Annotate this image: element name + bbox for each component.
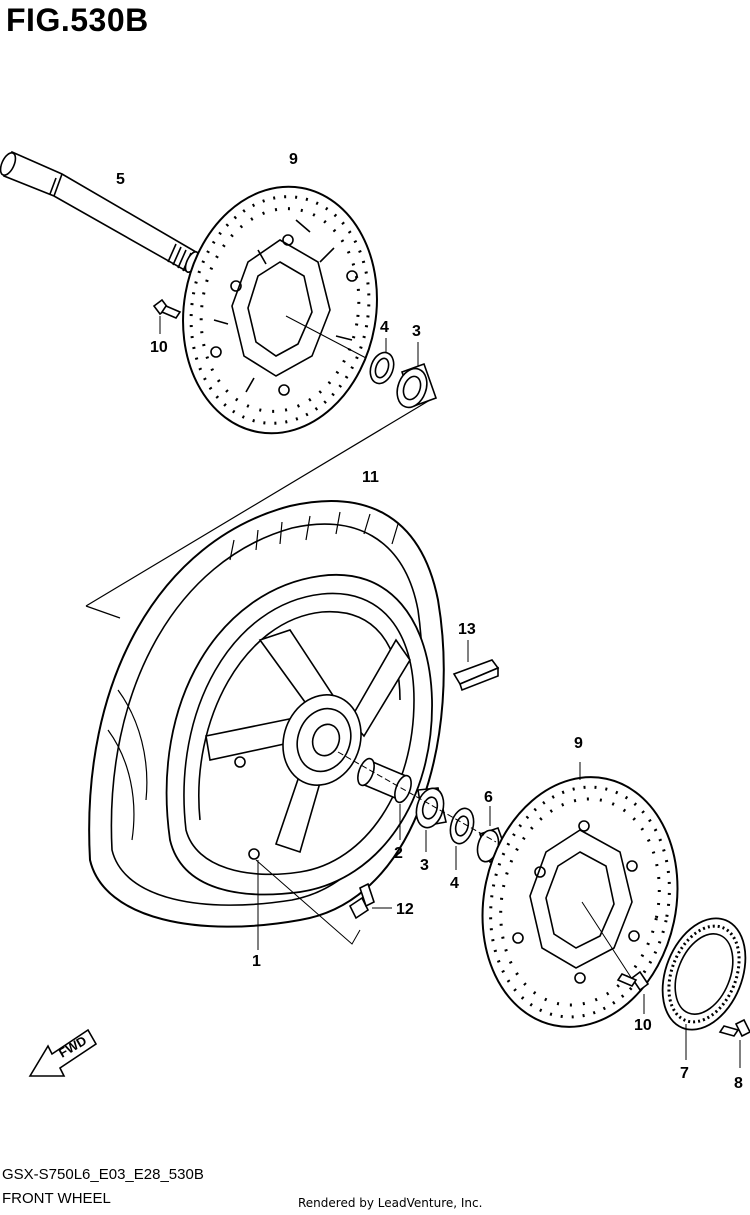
render-credit: Rendered by LeadVenture, Inc. xyxy=(298,1196,483,1210)
figure-title: FIG.530B xyxy=(6,2,149,38)
callout-collar: 6 xyxy=(484,789,493,806)
disc-bolt-bottom[interactable] xyxy=(616,970,650,1014)
bearing-top[interactable] xyxy=(392,342,438,412)
callout-axle: 5 xyxy=(116,171,125,188)
callout-weight: 13 xyxy=(458,621,476,638)
callout-disc-top: 9 xyxy=(289,151,298,168)
brake-disc-top[interactable] xyxy=(164,171,396,449)
front-axle[interactable] xyxy=(0,150,201,274)
bearing-mid[interactable] xyxy=(412,785,447,852)
diagram-code: GSX-S750L6_E03_E28_530B xyxy=(2,1166,204,1183)
oil-seal-top[interactable] xyxy=(366,338,398,387)
callout-sensor-ring: 7 xyxy=(680,1065,689,1082)
air-valve[interactable] xyxy=(348,882,392,920)
callout-seal-top: 4 xyxy=(380,319,389,336)
callout-bolt-top: 10 xyxy=(150,339,168,356)
diagram-description: FRONT WHEEL xyxy=(2,1190,111,1207)
callout-wheel: 1 xyxy=(252,953,261,970)
balance-weight[interactable] xyxy=(452,640,500,692)
sensor-ring[interactable] xyxy=(647,906,750,1060)
callout-disc-bottom: 9 xyxy=(574,735,583,752)
callout-seal-mid: 4 xyxy=(450,875,459,892)
oil-seal-mid[interactable] xyxy=(447,806,478,870)
wheel-rim[interactable] xyxy=(165,573,433,950)
ring-bolt[interactable] xyxy=(718,1018,750,1068)
callout-ring-bolt: 8 xyxy=(734,1075,743,1092)
disc-bolt-top[interactable] xyxy=(152,298,182,334)
forward-arrow-icon: FWD xyxy=(28,1028,98,1077)
callout-valve: 12 xyxy=(396,901,414,918)
callout-bearing-top: 3 xyxy=(412,323,421,340)
callout-spacer: 2 xyxy=(394,845,403,862)
callout-bolt-bottom: 10 xyxy=(634,1017,652,1034)
brake-disc-bottom[interactable] xyxy=(460,759,700,1045)
callout-bearing-mid: 3 xyxy=(420,857,429,874)
callout-tire: 11 xyxy=(362,469,379,486)
